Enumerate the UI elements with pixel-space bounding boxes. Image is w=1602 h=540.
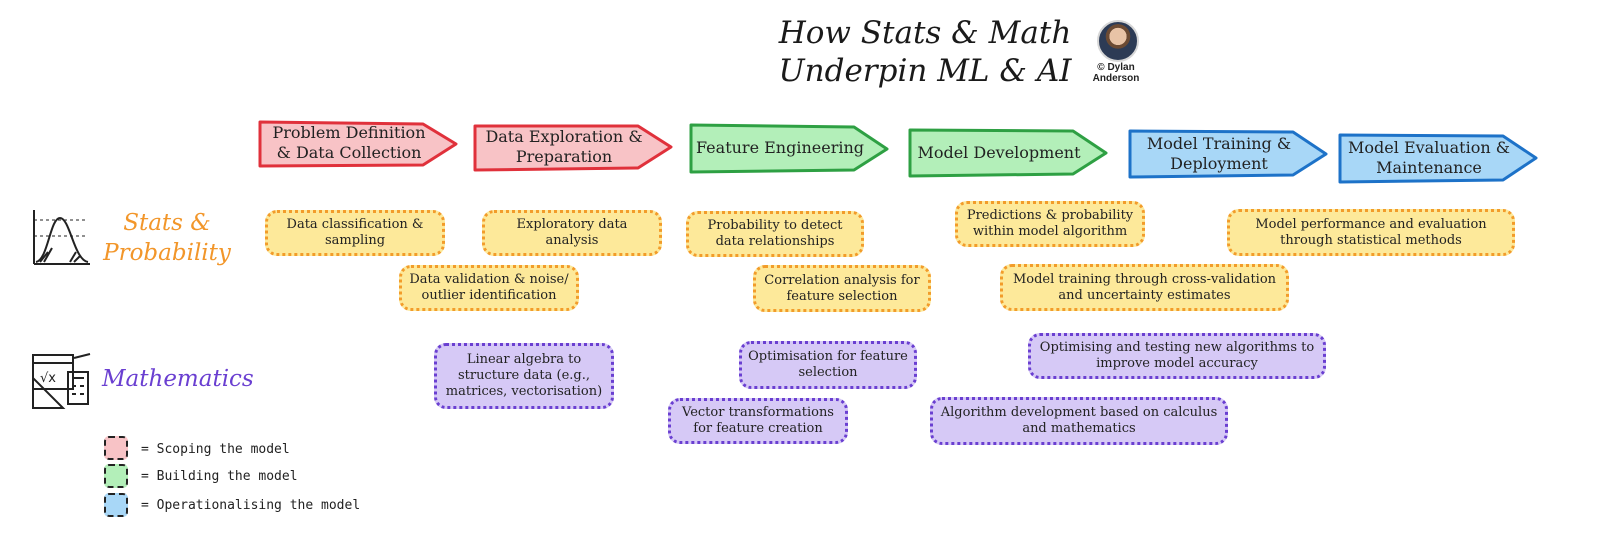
phase-arrow-2: Data Exploration & Preparation xyxy=(473,124,673,172)
phase-label-4: Model Development xyxy=(917,143,1081,162)
phase-arrow-5: Model Training & Deployment xyxy=(1128,129,1328,179)
phase-label-2: Data Exploration & Preparation xyxy=(485,127,643,166)
stats-box-data-classification: Data classification & sampling xyxy=(265,210,445,256)
legend-label-scoping: = Scoping the model xyxy=(141,442,290,457)
phase-label-6: Model Evaluation & Maintenance xyxy=(1348,138,1510,177)
phase-arrow-1: Problem Definition & Data Collection xyxy=(258,120,458,168)
svg-text:√x: √x xyxy=(40,371,56,386)
phase-arrow-4: Model Development xyxy=(908,128,1108,178)
legend-swatch-scoping xyxy=(104,436,128,460)
math-tools-icon: √x xyxy=(32,353,91,409)
math-box-linear-algebra: Linear algebra to structure data (e.g., … xyxy=(434,343,614,409)
diagram-title: How Stats & Math Underpin ML & AI xyxy=(690,14,1160,90)
author-avatar xyxy=(1097,20,1139,62)
bell-curve-chart-icon xyxy=(33,210,90,265)
phase-label-1: Problem Definition & Data Collection xyxy=(272,123,426,162)
math-box-vector-transformations: Vector transformations for feature creat… xyxy=(668,398,848,444)
stats-box-correlation-analysis: Correlation analysis for feature selecti… xyxy=(753,265,931,312)
legend-swatch-operationalising xyxy=(104,493,128,517)
title-line-1: How Stats & Math xyxy=(778,15,1072,51)
legend-label-operationalising: = Operationalising the model xyxy=(141,498,361,513)
credit-line-2: Anderson xyxy=(1092,73,1140,84)
stats-box-model-performance: Model performance and evaluation through… xyxy=(1227,209,1515,256)
stats-box-data-validation: Data validation & noise/ outlier identif… xyxy=(399,265,579,311)
stats-box-predictions-probability: Predictions & probability within model a… xyxy=(955,201,1145,247)
stats-probability-label: Stats & Probability xyxy=(103,210,231,266)
credit-line-1: © Dylan xyxy=(1097,62,1135,73)
legend-swatch-building xyxy=(104,464,128,488)
phase-label-5: Model Training & Deployment xyxy=(1146,134,1292,173)
stats-box-cross-validation: Model training through cross-validation … xyxy=(1000,264,1289,311)
math-box-optimising-algorithms: Optimising and testing new algorithms to… xyxy=(1028,333,1326,379)
phase-arrow-3: Feature Engineering xyxy=(689,123,889,174)
phase-arrow-6: Model Evaluation & Maintenance xyxy=(1338,133,1538,184)
legend-label-building: = Building the model xyxy=(141,469,298,484)
stats-box-probability-relationships: Probability to detect data relationships xyxy=(686,211,864,257)
author-credit: © Dylan Anderson xyxy=(1070,62,1162,84)
math-box-optimisation-feature: Optimisation for feature selection xyxy=(739,341,917,389)
mathematics-label: Mathematics xyxy=(102,366,254,392)
stats-box-exploratory-analysis: Exploratory data analysis xyxy=(482,210,662,256)
phase-label-3: Feature Engineering xyxy=(695,138,865,157)
math-box-algorithm-development: Algorithm development based on calculus … xyxy=(930,397,1228,445)
title-line-2: Underpin ML & AI xyxy=(778,53,1072,89)
